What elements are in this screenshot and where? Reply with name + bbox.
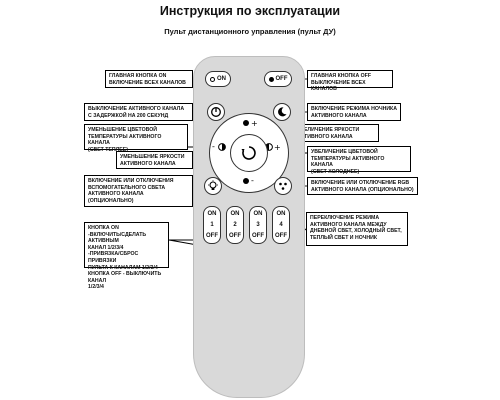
channel-2-button[interactable]: ON 2 OFF — [226, 206, 244, 244]
callout-timer-off: ВЫКЛЮЧЕНИЕ АКТИВНОГО КАНАЛА С ЗАДЕРЖКОЙ … — [84, 103, 193, 121]
brightness-down-icon[interactable]: - — [242, 176, 258, 186]
callout-mode: ПЕРЕКЛЮЧЕНИЕ РЕЖИМА АКТИВНОГО КАНАЛА МЕЖ… — [306, 212, 408, 246]
aux-light-button[interactable] — [204, 177, 222, 195]
callout-temp-up: УВЕЛИЧЕНИЕ ЦВЕТОВОЙ ТЕМПЕРАТУРЫ АКТИВНОГ… — [307, 146, 411, 175]
svg-text:+: + — [251, 119, 258, 128]
on-dot-icon — [210, 76, 215, 82]
svg-text:+: + — [274, 143, 280, 152]
mode-switch-button[interactable] — [230, 134, 268, 172]
channel-3-button[interactable]: ON 3 OFF — [249, 206, 267, 244]
callout-bright-down: УМЕНЬШЕНИЕ ЯРКОСТИ АКТИВНОГО КАНАЛА — [116, 151, 193, 169]
svg-text:-: - — [212, 142, 215, 151]
svg-text:-: - — [251, 176, 254, 185]
page-subtitle: Пульт дистанционного управления (пульт Д… — [164, 27, 336, 36]
timer-power-icon — [211, 107, 221, 117]
brightness-up-icon[interactable]: + — [242, 118, 258, 128]
main-off-button[interactable]: OFF — [264, 71, 292, 87]
callout-night: ВКЛЮЧЕНИЕ РЕЖИМА НОЧНИКА АКТИВНОГО КАНАЛ… — [307, 103, 401, 121]
channel-1-button[interactable]: ON 1 OFF — [203, 206, 221, 244]
rgb-icon — [279, 182, 287, 190]
page-title: Инструкция по эксплуатации — [159, 4, 341, 18]
channel-4-button[interactable]: ON 4 OFF — [272, 206, 290, 244]
night-mode-button[interactable] — [273, 103, 291, 121]
off-dot-icon — [268, 76, 274, 82]
callout-temp-down: УМЕНЬШЕНИЕ ЦВЕТОВОЙ ТЕМПЕРАТУРЫ АКТИВНОГ… — [84, 124, 188, 153]
moon-icon — [278, 107, 287, 117]
temp-down-icon[interactable]: - — [212, 142, 228, 152]
bulb-icon — [208, 180, 218, 190]
rgb-button[interactable] — [274, 177, 292, 195]
callout-aux: ВКЛЮЧЕНИЕ ИЛИ ОТКЛЮЧЕНИЯ ВСПОМОГАТЕЛЬНОГ… — [84, 175, 193, 207]
mode-cycle-icon — [241, 146, 256, 160]
main-on-button[interactable]: ON — [205, 71, 231, 87]
callout-main-on: ГЛАВНАЯ КНОПКА ON ВКЛЮЧЕНИЕ ВСЕХ КАНАЛОВ — [105, 70, 193, 88]
callout-main-off: ГЛАВНАЯ КНОПКА OFF ВЫКЛЮЧЕНИЕ ВСЕХ КАНАЛ… — [307, 70, 393, 92]
callout-bright-up: УВЕЛИЧЕНИЕ ЯРКОСТИ АКТИВНОГО КАНАЛА — [293, 124, 379, 142]
callout-rgb: ВКЛЮЧЕНИЕ ИЛИ ОТКЛЮЧЕНИЕ RGB АКТИВНОГО К… — [307, 177, 418, 195]
timer-button[interactable] — [207, 103, 225, 121]
callout-channels: КНОПКА ON -ВКЛЮЧИТЬ/СДЕЛАТЬ АКТИВНЫМ КАН… — [84, 222, 169, 290]
